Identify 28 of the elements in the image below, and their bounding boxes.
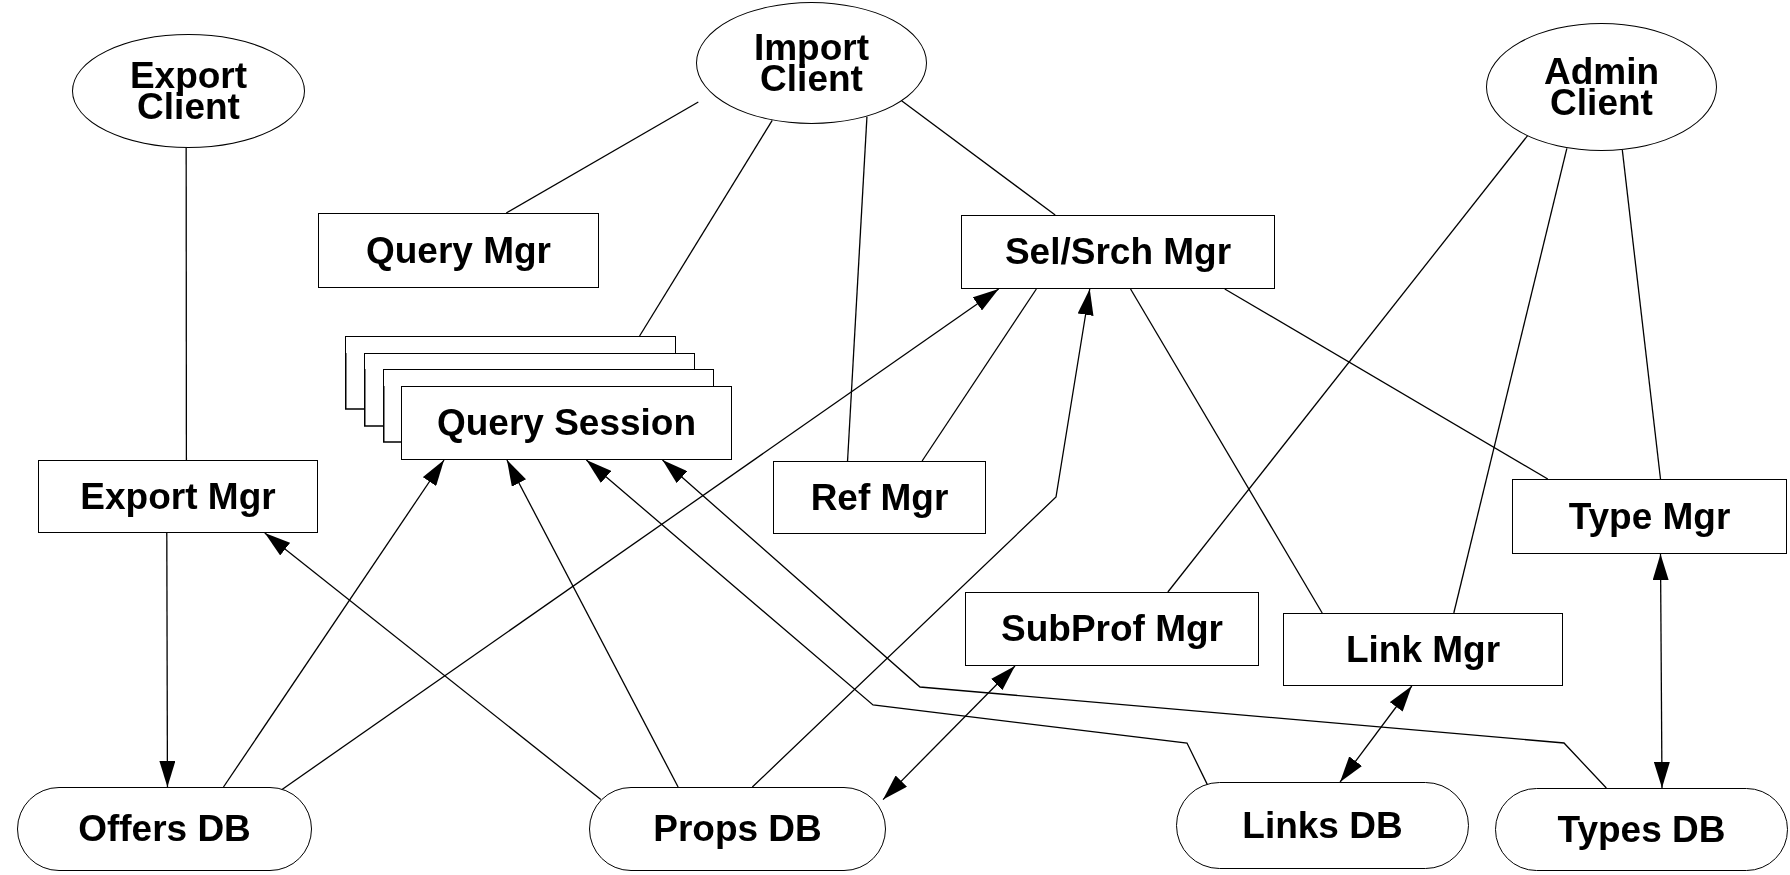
database-pill: Types DB	[1495, 788, 1788, 871]
arrow	[751, 288, 1094, 788]
arrow	[264, 532, 602, 801]
manager-box: SubProf Mgr	[965, 592, 1259, 666]
arrow	[882, 665, 1016, 801]
client-ellipse: Export Client	[72, 34, 305, 148]
arrow	[1652, 553, 1670, 789]
database-pill: Offers DB	[17, 787, 312, 871]
manager-box: Type Mgr	[1512, 479, 1787, 554]
stacked-box	[383, 369, 714, 386]
arrow	[506, 459, 679, 788]
manager-box: Link Mgr	[1283, 613, 1563, 686]
stacked-box	[364, 353, 695, 369]
manager-box: Query Mgr	[318, 213, 599, 288]
arrow	[159, 532, 176, 788]
arrow	[222, 459, 445, 788]
arrow	[585, 459, 1209, 787]
manager-box: Export Mgr	[38, 460, 318, 533]
stacked-box	[345, 336, 676, 353]
client-ellipse: Admin Client	[1486, 23, 1717, 151]
client-ellipse: Import Client	[696, 2, 927, 124]
database-pill: Links DB	[1176, 782, 1469, 869]
database-pill: Props DB	[589, 787, 886, 871]
arrow	[661, 459, 1607, 789]
manager-box: Ref Mgr	[773, 461, 986, 534]
manager-box: Query Session	[401, 386, 732, 460]
manager-box: Sel/Srch Mgr	[961, 215, 1275, 289]
arrow	[1339, 685, 1413, 783]
